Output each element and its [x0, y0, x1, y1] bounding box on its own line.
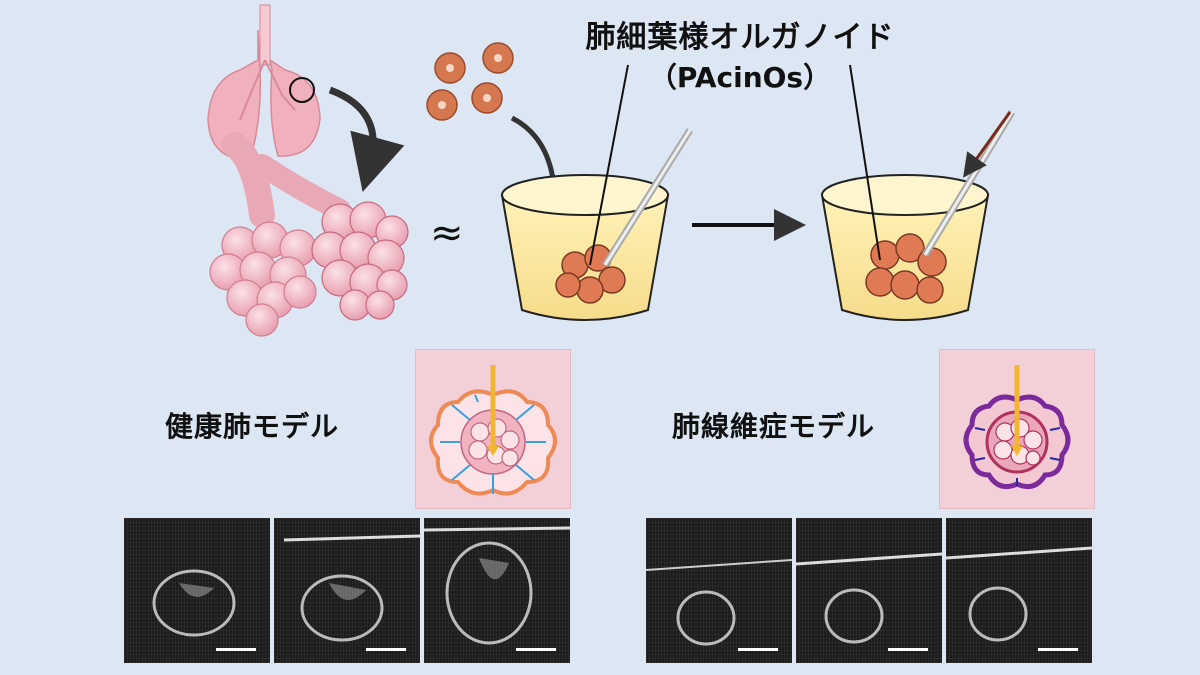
healthy-model-label: 健康肺モデル — [165, 410, 340, 443]
scale-bar — [888, 648, 928, 651]
fibrosis-micrograph-3 — [946, 518, 1092, 663]
fibrosis-micrograph-1 — [646, 518, 792, 663]
leader-line-1 — [589, 64, 629, 266]
healthy-organoid-schematic — [429, 365, 557, 496]
approx-symbol: ≈ — [430, 210, 464, 256]
alveoli-cluster-icon — [209, 132, 409, 337]
scale-bar — [516, 648, 556, 651]
fibrosis-model-label: 肺線維症モデル — [672, 410, 876, 443]
scale-bar — [1038, 648, 1078, 651]
healthy-micrograph-1 — [124, 518, 270, 663]
fibrosis-micrograph-2 — [796, 518, 942, 663]
healthy-micrograph-2 — [274, 518, 420, 663]
scale-bar — [738, 648, 778, 651]
culture-well-1 — [500, 128, 693, 321]
fibrosis-organoid-schematic — [963, 365, 1071, 489]
organoid-abbreviation: （PAcinOs） — [648, 61, 832, 94]
organoid-title: 肺細葉様オルガノイド — [585, 20, 895, 55]
leader-line-2 — [849, 64, 881, 261]
scale-bar — [366, 648, 406, 651]
lungs-icon — [207, 4, 321, 161]
culture-well-2 — [820, 110, 1015, 321]
organoid-cells-icon — [426, 42, 514, 121]
scale-bar — [216, 648, 256, 651]
healthy-micrograph-3 — [424, 518, 570, 663]
